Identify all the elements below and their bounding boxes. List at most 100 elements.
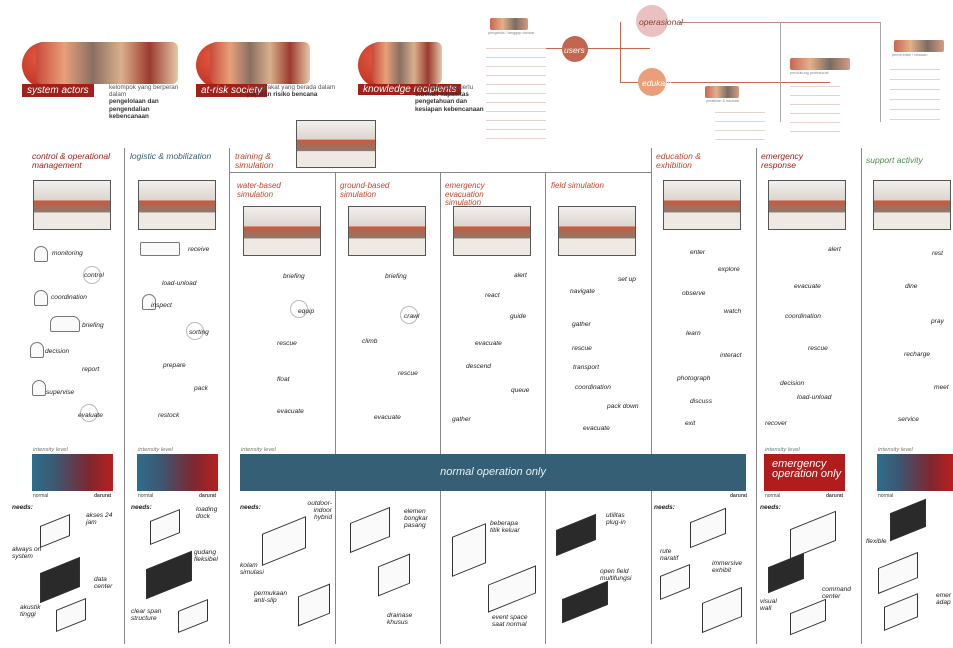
need-label: akses 24 jam	[86, 512, 113, 527]
org-list-lines	[890, 60, 940, 120]
iso-room	[884, 593, 918, 631]
org-label-pemerintah: pemerintah / relawan	[892, 53, 928, 57]
activity-label: load-unload	[797, 394, 832, 401]
intensity-darurat: darurat	[199, 493, 217, 499]
column-title-ground: ground-based simulation	[340, 181, 390, 199]
org-label-operasional: operasional	[639, 17, 683, 27]
org-connector	[880, 22, 881, 122]
activity-label: briefing	[385, 273, 407, 280]
column-title-water: water-based simulation	[237, 181, 281, 199]
activity-label: watch	[724, 308, 742, 315]
column-photo	[558, 206, 636, 256]
activity-label: rescue	[277, 340, 297, 347]
intensity-normal: normal	[765, 493, 781, 499]
intensity-bar	[877, 454, 953, 491]
need-label: visual wall	[760, 598, 777, 613]
org-thumb	[790, 58, 850, 70]
activity-label: react	[485, 292, 500, 299]
activity-label: evacuate	[374, 414, 401, 421]
column-divider	[756, 148, 757, 644]
need-label: event space saat normal	[492, 614, 528, 629]
activity-label: gather	[452, 416, 471, 423]
iso-room	[146, 550, 192, 600]
iso-room	[878, 551, 918, 595]
activity-circle	[400, 306, 418, 324]
intensity-label: intensity level	[241, 447, 276, 453]
activity-label: guide	[510, 313, 527, 320]
activity-label: rescue	[398, 370, 418, 377]
need-label: kolam simulasi	[240, 562, 264, 577]
iso-room	[378, 553, 410, 597]
needs-label: needs:	[760, 504, 781, 511]
activity-label: transport	[573, 364, 600, 371]
actor-photo	[210, 42, 310, 84]
column-title-control: control & operational management	[32, 151, 110, 170]
activity-label: report	[82, 366, 100, 373]
activity-label: recharge	[904, 351, 931, 358]
activity-label: queue	[511, 387, 530, 394]
need-label: drainase khusus	[387, 612, 413, 627]
iso-room	[178, 598, 208, 634]
actor-photo	[36, 42, 178, 84]
activity-label: control	[84, 272, 104, 279]
column-divider	[545, 172, 546, 644]
intensity-label: intensity level	[878, 447, 913, 453]
intensity-darurat: darurat	[94, 493, 112, 499]
emergency-operation-band: emergency operation only	[764, 454, 845, 491]
column-title-emergency: emergency response	[761, 151, 804, 170]
training-span-line	[229, 172, 651, 173]
activity-label: supervise	[46, 389, 75, 396]
activity-label: evacuate	[277, 408, 304, 415]
iso-room	[702, 586, 742, 634]
org-thumb	[894, 40, 944, 52]
activity-circle	[80, 404, 98, 422]
activity-circle	[290, 300, 308, 318]
need-label: clear span structure	[131, 608, 162, 623]
org-label-pelatihan: pelatihan & edukasi	[706, 99, 740, 103]
activity-label: recover	[765, 420, 787, 427]
iso-room	[660, 563, 690, 601]
activity-figure	[142, 294, 156, 310]
iso-room	[40, 513, 70, 549]
org-label-users: users	[564, 45, 585, 55]
activity-figure	[34, 290, 48, 306]
need-label: utilitas plug-in	[606, 512, 626, 527]
org-node-users	[562, 36, 588, 62]
intensity-darurat: darurat	[826, 493, 844, 499]
normal-operation-band: normal operation only	[240, 454, 746, 491]
activity-label: pray	[931, 318, 944, 325]
activity-label: float	[277, 376, 290, 383]
activity-label: enter	[690, 249, 706, 256]
column-photo	[348, 206, 426, 256]
activity-label: service	[898, 416, 919, 423]
activity-circle	[83, 266, 101, 284]
need-label: akustik tinggi	[20, 604, 41, 619]
iso-field	[488, 565, 536, 613]
activity-label: alert	[514, 272, 527, 279]
iso-room	[790, 510, 836, 560]
activity-label: observe	[682, 290, 706, 297]
column-divider	[651, 148, 652, 644]
actor-tag: at-risk society	[196, 84, 268, 97]
column-divider	[229, 148, 230, 644]
activity-label: evacuate	[794, 283, 821, 290]
org-node-operasional	[636, 5, 668, 37]
activity-label: coordination	[575, 384, 611, 391]
activity-label: coordination	[51, 294, 87, 301]
column-title-support: support activity	[866, 155, 923, 165]
activity-label: receive	[188, 246, 210, 253]
org-label-edukasi: edukasi	[642, 78, 672, 88]
activity-figure	[34, 246, 48, 262]
iso-room	[690, 507, 726, 549]
activity-label: rescue	[808, 345, 828, 352]
activity-label: climb	[362, 338, 378, 345]
iso-room	[40, 556, 80, 604]
need-label: immersive exhibit	[712, 560, 743, 575]
actor-tag: system actors	[22, 84, 94, 97]
need-label: emer adap	[936, 592, 952, 607]
activity-label: photograph	[677, 375, 711, 382]
org-label-pengelola: pengelola / tanggap darurat	[488, 31, 535, 35]
